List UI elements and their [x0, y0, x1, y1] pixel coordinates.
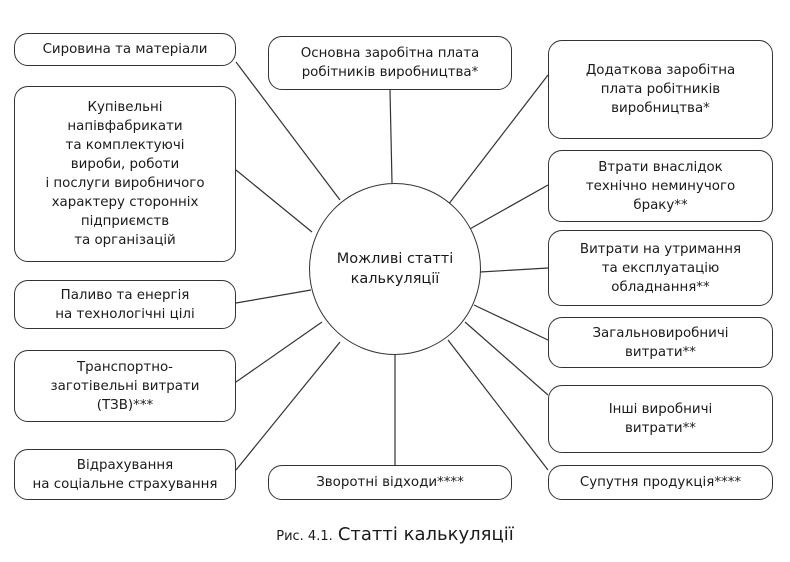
center-node-label: Можливі статті калькуляції: [336, 251, 454, 287]
node-equipment-costs: Витрати на утримання та експлуатацію обл…: [548, 230, 773, 306]
connector-b1: [235, 61, 341, 201]
node-purchased-semifinished: Купівельні напівфабрикати та комплектуюч…: [14, 86, 236, 262]
node-basic-wages: Основна заробітна плата робітників вироб…: [268, 36, 512, 90]
node-social-insurance: Відрахування на соціальне страхування: [14, 449, 236, 500]
connector-b12: [464, 321, 549, 396]
caption-prefix: Рис. 4.1.: [276, 529, 333, 544]
center-node: Можливі статті калькуляції: [309, 183, 481, 355]
connector-b8: [447, 74, 549, 206]
connector-b10: [479, 267, 549, 273]
node-other-production: Інші виробничі витрати**: [548, 385, 773, 453]
connector-b5: [235, 341, 341, 471]
figure-caption: Рис. 4.1. Статті калькуляції: [0, 524, 790, 545]
node-defect-losses: Втрати внаслідок технічно неминучого бра…: [548, 150, 773, 222]
connector-b2: [235, 169, 313, 233]
node-return-waste: Зворотні відходи****: [268, 465, 512, 500]
connector-b11: [473, 304, 549, 341]
node-raw-materials: Сировина та матеріали: [14, 33, 236, 66]
node-transport-costs: Транспортно- заготівельні витрати (ТЗВ)*…: [14, 350, 236, 422]
caption-title: Статті калькуляції: [337, 524, 514, 545]
node-general-production: Загальновиробничі витрати**: [548, 317, 773, 368]
connector-b3: [235, 289, 312, 304]
connector-b4: [235, 321, 323, 383]
node-by-products: Супутня продукція****: [548, 465, 773, 500]
node-fuel-energy: Паливо та енергія на технологічні цілі: [14, 280, 236, 329]
connector-b13: [447, 339, 549, 471]
connector-b9: [467, 184, 549, 231]
node-additional-wages: Додаткова заробітна плата робітників вир…: [548, 40, 773, 139]
connector-b6: [389, 89, 393, 184]
